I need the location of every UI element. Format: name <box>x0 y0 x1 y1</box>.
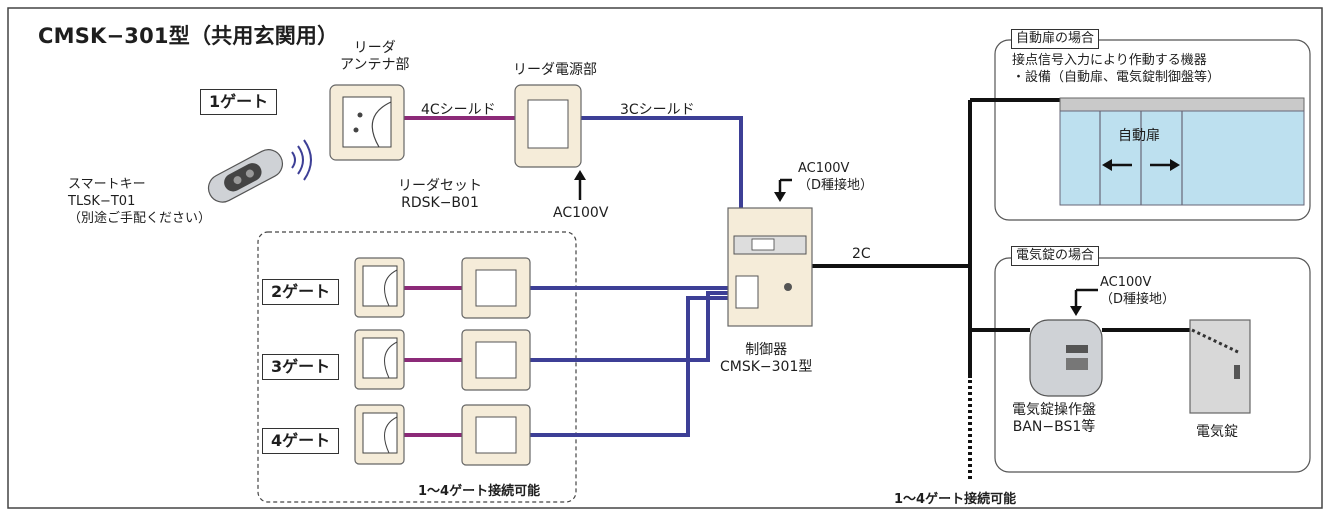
gate4-label: 4ゲート <box>262 428 340 454</box>
reader-power-label: リーダ電源部 <box>513 62 597 78</box>
cables-3c <box>530 116 743 437</box>
auto-door-label: 自動扉 <box>1118 128 1160 144</box>
reader-power-gate3 <box>461 329 531 391</box>
lock-ac-label: AC100V （D種接地） <box>1100 275 1176 307</box>
reader-antenna-gate3 <box>354 329 405 390</box>
auto-door-box <box>994 39 1311 221</box>
reader-power-gate4 <box>461 404 531 466</box>
bottom-connection-note: 1〜4ゲート接続可能 <box>894 492 1017 507</box>
lock-control-panel <box>1029 319 1103 397</box>
electric-lock-box <box>994 257 1311 473</box>
cable-4c-label: 4Cシールド <box>421 102 496 118</box>
reader-antenna-gate4 <box>354 404 405 465</box>
reader-power-gate1 <box>514 84 582 168</box>
ac100v-label: AC100V <box>553 205 609 221</box>
left-connection-note: 1〜4ゲート接続可能 <box>418 484 541 499</box>
reader-antenna-gate2 <box>354 257 405 318</box>
automatic-door <box>1059 97 1305 206</box>
auto-door-desc: 接点信号入力により作動する機器 ・設備（自動扉、電気錠制御盤等） <box>1012 53 1221 85</box>
auto-door-heading: 自動扉の場合 <box>1011 29 1100 49</box>
smart-key-label: スマートキー TLSK−T01 （別途ご手配ください） <box>68 177 212 226</box>
cables-2c <box>810 98 1190 378</box>
cable-2c-label: 2C <box>852 246 871 262</box>
gate2-label: 2ゲート <box>262 279 340 305</box>
reader-antenna-gate1 <box>329 84 405 161</box>
electric-lock-door <box>1189 319 1251 414</box>
reader-set-label: リーダセット RDSK−B01 <box>398 178 482 211</box>
gates-group-box <box>257 231 577 503</box>
lock-panel-label: 電気錠操作盤 BAN−BS1等 <box>1012 402 1096 435</box>
controller-unit <box>727 207 813 327</box>
electric-lock-heading: 電気錠の場合 <box>1011 246 1100 266</box>
cables-4c <box>402 116 518 437</box>
page-title: CMSK−301型（共用玄関用） <box>38 24 339 48</box>
cable-3c-label: 3Cシールド <box>620 102 695 118</box>
controller-label: 制御器 CMSK−301型 <box>720 342 813 375</box>
controller-ac-label: AC100V （D種接地） <box>798 161 874 193</box>
electric-lock-label: 電気錠 <box>1196 424 1238 440</box>
gate1-label: 1ゲート <box>200 89 278 115</box>
reader-antenna-label: リーダ アンテナ部 <box>340 40 410 73</box>
smart-key-icon <box>207 139 312 203</box>
reader-power-gate2 <box>461 257 531 319</box>
gate3-label: 3ゲート <box>262 354 340 380</box>
outer-frame <box>7 7 1323 509</box>
